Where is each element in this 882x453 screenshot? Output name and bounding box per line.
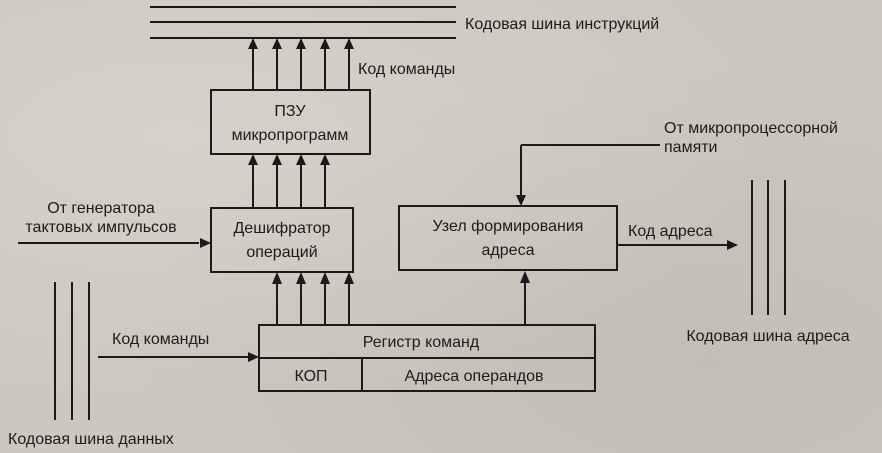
operand-addresses-field: Адреса операндов xyxy=(405,368,544,385)
memory-arrow xyxy=(516,144,660,206)
opcode-left-label: Код команды xyxy=(112,331,209,348)
decoder-label-line2: операций xyxy=(246,244,317,261)
rom-block xyxy=(210,89,371,155)
address-bus-label: Кодовая шина адреса xyxy=(686,328,849,345)
from-memory-line1: От микропроцессорной xyxy=(664,120,838,137)
from-memory-line2: памяти xyxy=(664,139,718,156)
rom-to-bus-arrows xyxy=(248,38,354,90)
decoder-block xyxy=(210,207,354,273)
register-to-decoder-arrows xyxy=(272,272,354,325)
address-unit-line2: адреса xyxy=(482,242,535,259)
address-code-label: Код адреса xyxy=(628,223,713,240)
decoder-label-line1: Дешифратор xyxy=(233,220,330,237)
from-generator-line2: тактовых импульсов xyxy=(25,219,176,236)
instruction-bus xyxy=(150,6,456,39)
data-bus xyxy=(54,282,90,420)
address-unit-line1: Узел формирования xyxy=(433,218,584,235)
rom-label-line1: ПЗУ xyxy=(274,103,306,120)
kop-field: КОП xyxy=(294,368,327,385)
rom-label-line2: микропрограмм xyxy=(232,127,349,144)
data-bus-to-register-arrow xyxy=(98,352,259,362)
address-unit-block xyxy=(398,205,618,271)
opcode-top-label: Код команды xyxy=(358,61,455,78)
clock-arrow xyxy=(18,238,211,248)
register-to-address-unit-arrow xyxy=(520,271,530,325)
command-register xyxy=(258,324,596,392)
decoder-to-rom-arrows xyxy=(248,154,330,208)
command-register-label: Регистр команд xyxy=(363,334,480,351)
instruction-bus-label: Кодовая шина инструкций xyxy=(465,16,659,33)
from-generator-line1: От генератора xyxy=(47,200,155,217)
address-code-arrow xyxy=(617,240,738,250)
address-bus xyxy=(751,180,786,315)
data-bus-label: Кодовая шина данных xyxy=(8,431,174,448)
